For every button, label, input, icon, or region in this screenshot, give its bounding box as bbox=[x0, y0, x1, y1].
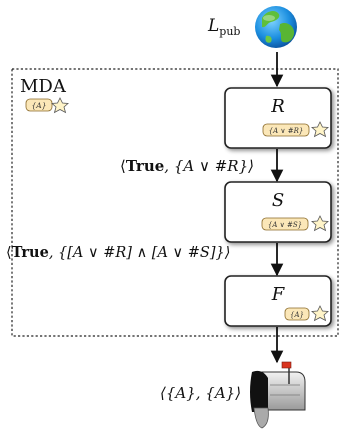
stage-f-tag-bg bbox=[284, 307, 310, 321]
public-key-base: L bbox=[207, 16, 219, 36]
edge-label-r-to-s-bold: True bbox=[126, 157, 164, 175]
stage-r-tag-bg bbox=[262, 123, 310, 137]
stage-s-name: S bbox=[272, 190, 284, 211]
svg-text:Lpub: Lpub bbox=[207, 16, 240, 38]
output-label: ⟨{A}, {A}⟩ bbox=[160, 384, 241, 402]
public-key-label: Lpub bbox=[207, 16, 240, 38]
mda-tag-text: {A} bbox=[32, 101, 47, 110]
edge-label-r-to-s: ⟨True, {A ∨ #R}⟩ bbox=[120, 157, 254, 175]
mda-tag: {A} bbox=[25, 97, 69, 114]
public-key-subscript: pub bbox=[219, 25, 240, 38]
star-tag-icon bbox=[311, 305, 329, 322]
mda-boundary bbox=[11, 68, 339, 337]
stage-f: F {A} bbox=[224, 275, 332, 327]
edge-label-r-to-s-open: ⟨ bbox=[120, 157, 126, 175]
edge-label-r-to-s-rest: , {A ∨ #R}⟩ bbox=[164, 157, 254, 175]
stage-r-name: R bbox=[270, 96, 285, 117]
edge-label-s-to-f-rest: , {[A ∨ #R] ∧ [A ∨ #S]}⟩ bbox=[49, 245, 231, 261]
edge-label-s-to-f-open: ⟨ bbox=[6, 245, 12, 261]
star-tag-icon bbox=[51, 97, 69, 114]
stage-s-tag-bg bbox=[261, 217, 309, 231]
stage-f-tag: {A} bbox=[290, 311, 304, 319]
mailbox-icon bbox=[250, 361, 306, 429]
stage-r-tag: {A ∨ #R} bbox=[269, 127, 304, 135]
stage-f-name: F bbox=[271, 284, 286, 305]
edge-label-s-to-f: ⟨True, {[A ∨ #R] ∧ [A ∨ #S]}⟩ bbox=[6, 244, 230, 261]
star-tag-icon bbox=[311, 121, 329, 138]
edge-label-s-to-f-bold: True bbox=[12, 244, 49, 261]
stage-s: S {A ∨ #S} bbox=[224, 181, 332, 243]
stage-r: R {A ∨ #R} bbox=[224, 87, 332, 149]
star-tag-icon bbox=[311, 215, 329, 232]
mda-label: MDA bbox=[20, 76, 67, 97]
globe-icon bbox=[255, 6, 297, 48]
stage-s-tag: {A ∨ #S} bbox=[268, 221, 302, 229]
